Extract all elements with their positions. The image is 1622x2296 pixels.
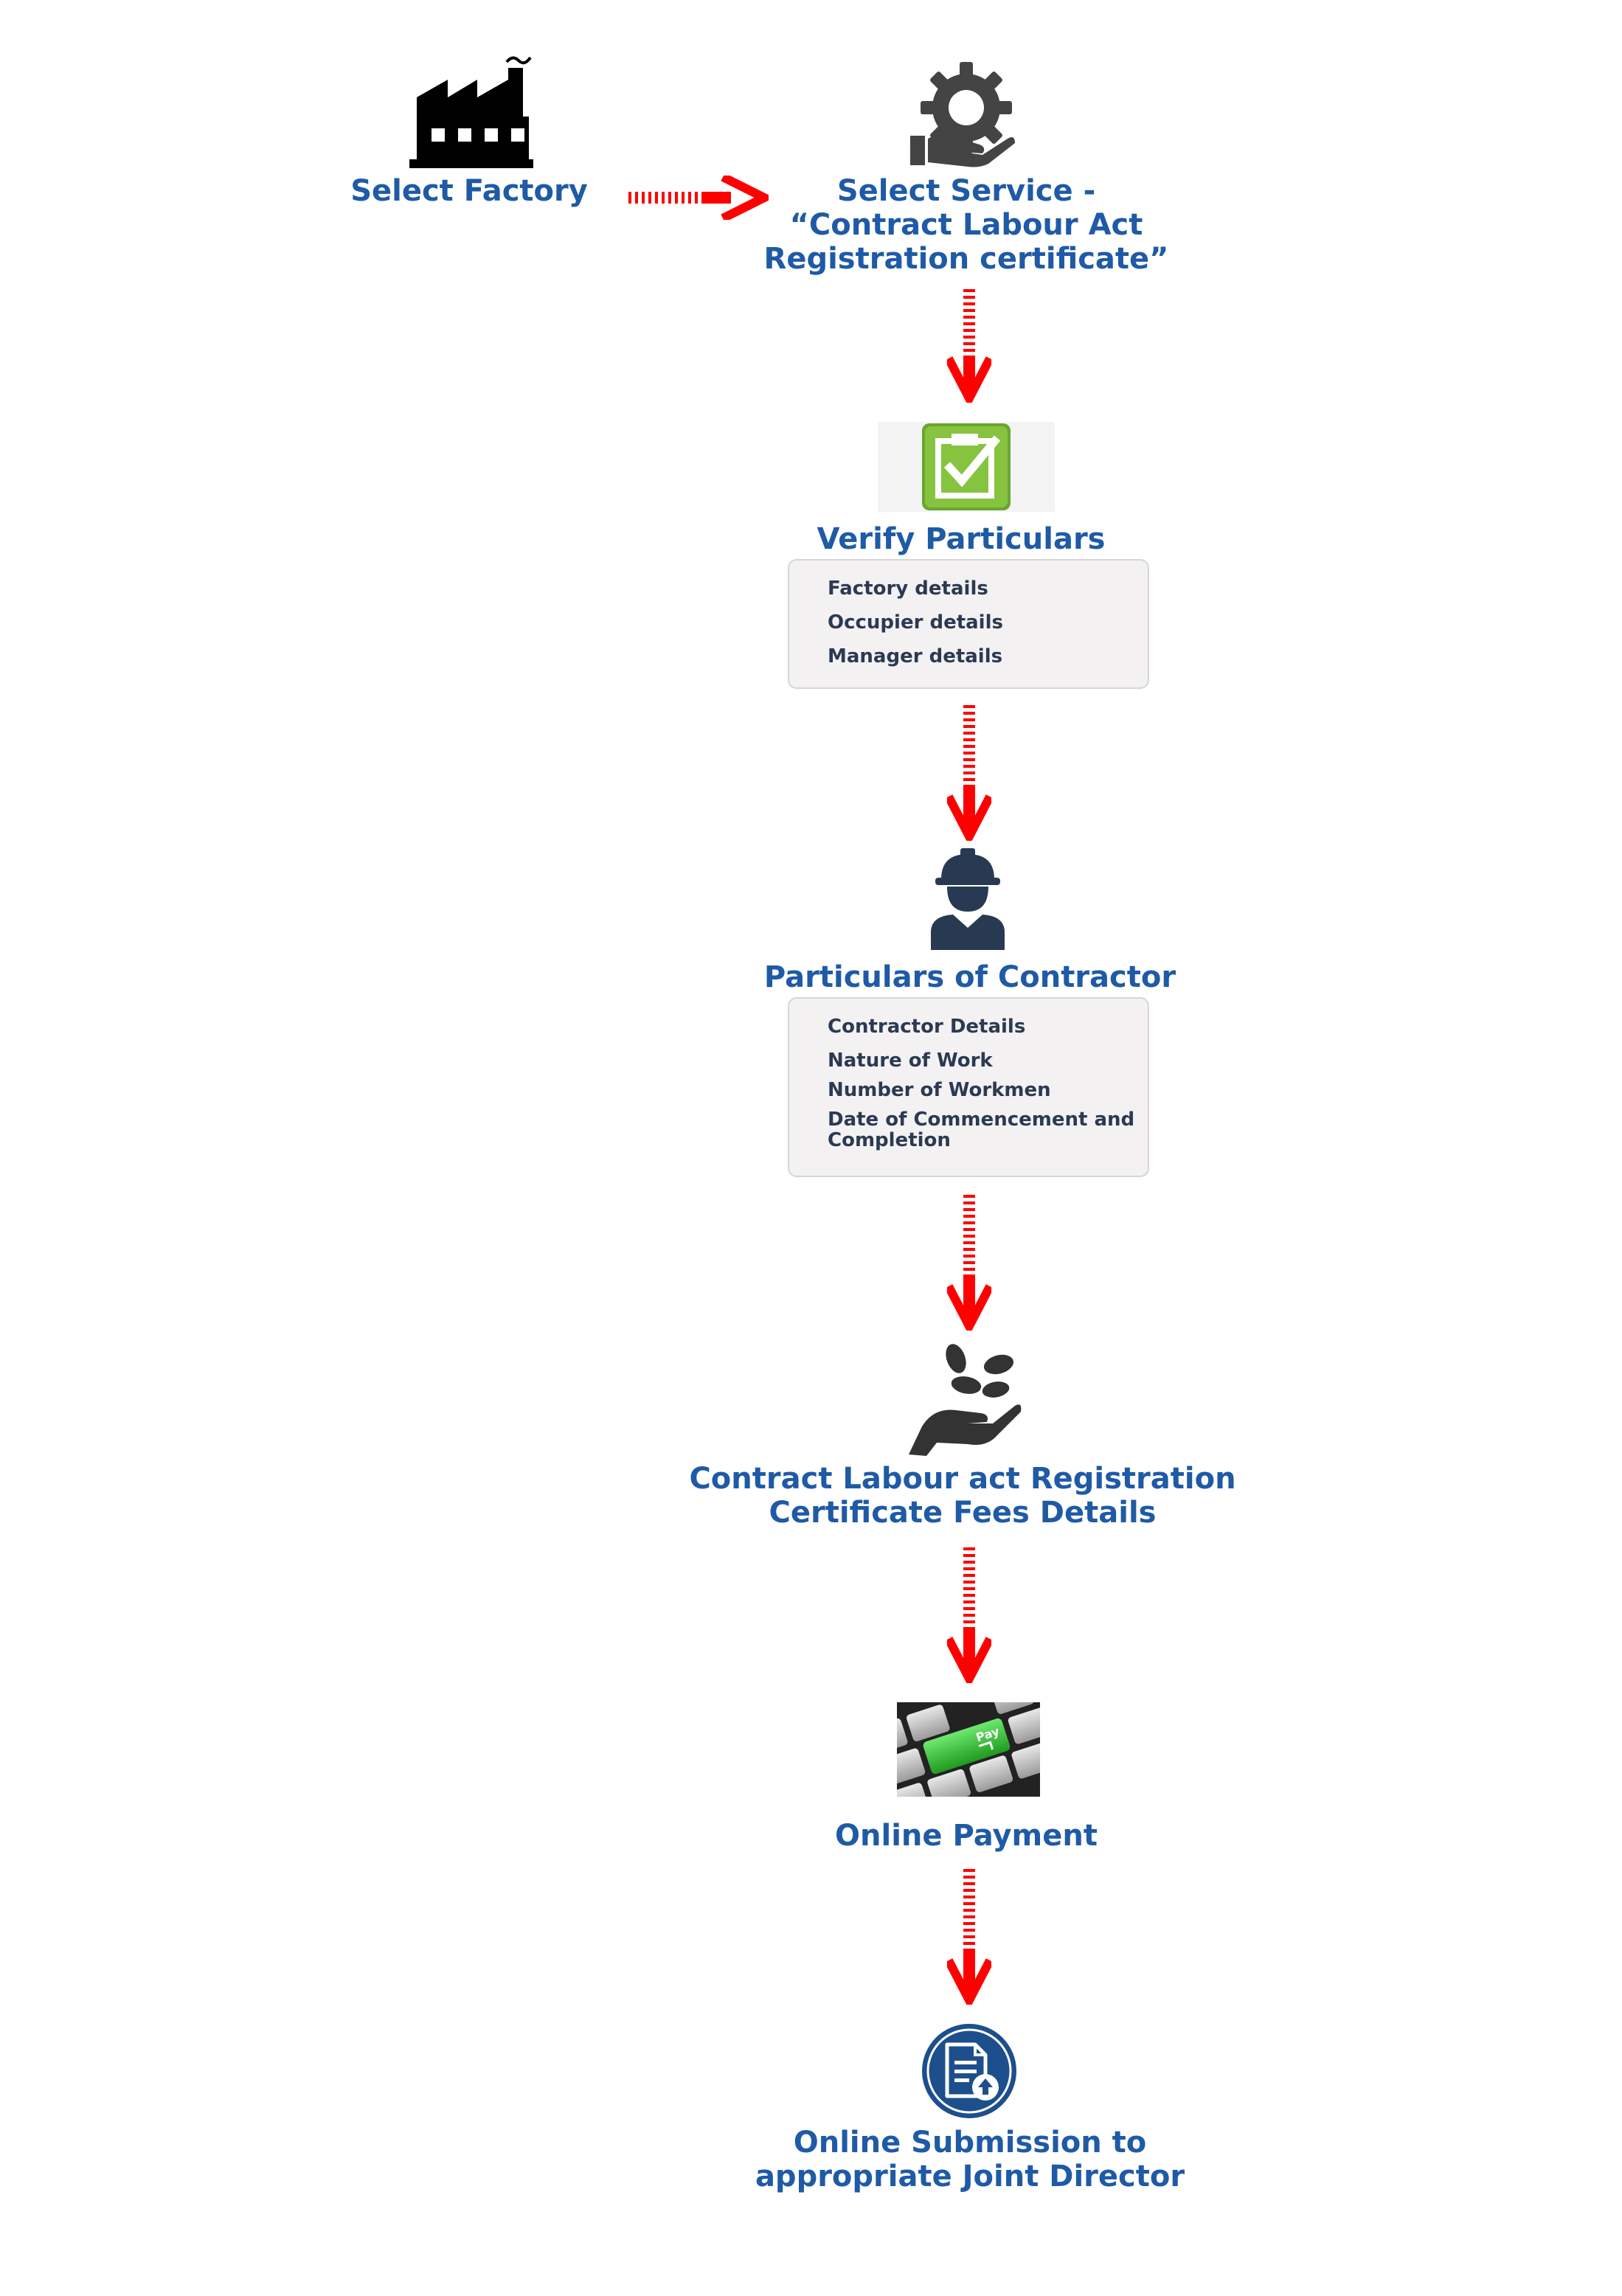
particulars-contractor-title: Particulars of Contractor — [763, 960, 1176, 994]
list-item: Contractor Details — [828, 1016, 1026, 1038]
list-item: Nature of Work — [828, 1050, 993, 1072]
arrow-down — [947, 1195, 991, 1331]
arrow-down — [947, 1869, 991, 2005]
select-service-title-line3: Registration certificate” — [763, 242, 1169, 276]
list-item: Occupier details — [828, 611, 1003, 634]
checklist-icon — [878, 422, 1055, 512]
document-upload-icon — [918, 2019, 1021, 2123]
arrow-down — [947, 289, 991, 403]
coins-hand-icon — [904, 1339, 1024, 1456]
list-item: Date of Commencement and — [828, 1109, 1135, 1131]
arrow-down — [947, 705, 991, 841]
fees-details-title-line2: Certificate Fees Details — [769, 1496, 1157, 1530]
select-service-title-line2: “Contract Labour Act — [789, 208, 1143, 242]
list-item: Completion — [828, 1129, 951, 1151]
list-item: Factory details — [828, 578, 988, 600]
list-item: Number of Workmen — [828, 1079, 1051, 1101]
worker-icon — [926, 848, 1009, 950]
online-submission-title-line2: appropriate Joint Director — [755, 2160, 1185, 2193]
fees-details-title-line1: Contract Labour act Registration — [689, 1462, 1236, 1496]
particulars-contractor-box: Contractor Details Nature of Work Number… — [788, 997, 1149, 1177]
gear-hand-icon — [906, 62, 1016, 170]
arrow-right — [628, 176, 769, 220]
list-item: Manager details — [828, 645, 1003, 667]
online-submission-title-line1: Online Submission to — [793, 2126, 1147, 2160]
pay-key-icon: Pay — [897, 1702, 1040, 1797]
arrow-down — [947, 1547, 991, 1683]
factory-icon — [409, 52, 533, 168]
select-service-title-line1: Select Service - — [836, 174, 1096, 208]
verify-particulars-box: Factory details Occupier details Manager… — [788, 559, 1149, 689]
online-payment-title: Online Payment — [835, 1819, 1098, 1853]
select-factory-title: Select Factory — [350, 174, 588, 208]
verify-particulars-title: Verify Particulars — [817, 522, 1106, 556]
